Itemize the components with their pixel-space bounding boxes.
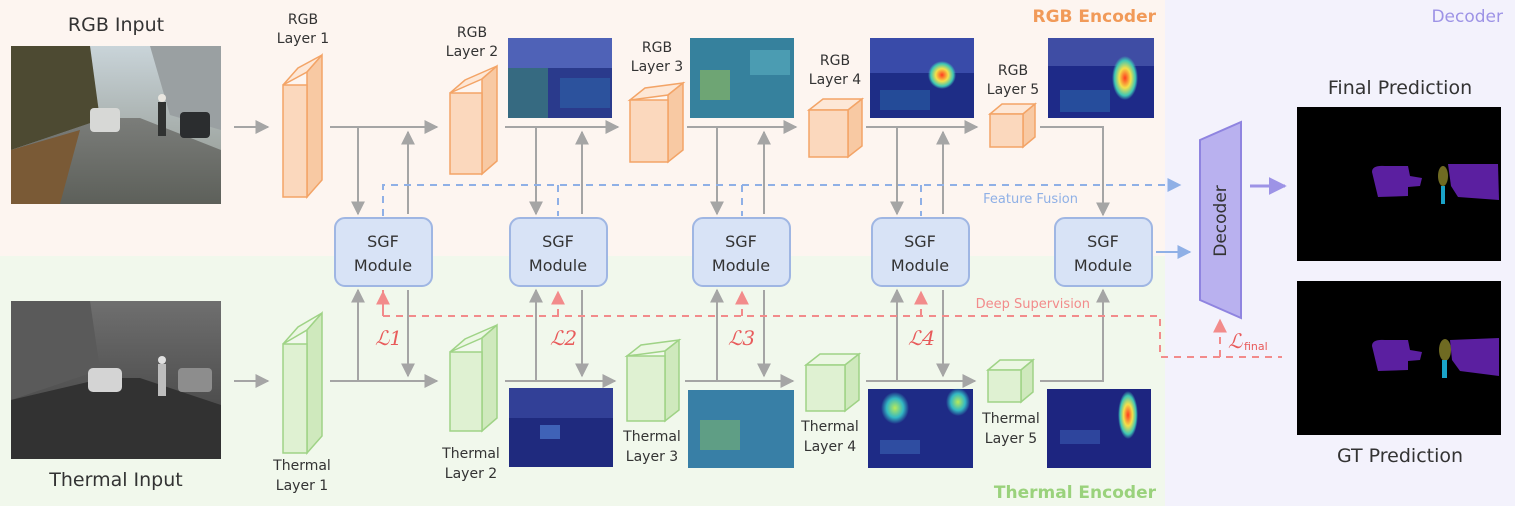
sgf-module-4-line1: SGF <box>904 232 936 251</box>
rgb-feature-map-5 <box>1048 38 1154 118</box>
sgf-module-1-line1: SGF <box>367 232 399 251</box>
thermal-layer-1-label-line2: Layer 1 <box>276 478 328 494</box>
thermal-feature-map-4 <box>868 388 973 468</box>
rgb-input-label: RGB Input <box>68 14 164 36</box>
thermal-input-label: Thermal Input <box>48 469 182 491</box>
deep-supervision-path <box>376 290 1282 358</box>
rgb-layer-2-label-line2: Layer 2 <box>446 44 498 60</box>
decoder-title: Decoder <box>1431 7 1503 27</box>
thermal-layer-5-block <box>985 358 1036 404</box>
deep-supervision-label: Deep Supervision <box>976 297 1090 312</box>
sgf-module-3-line1: SGF <box>725 232 757 251</box>
thermal-layer-5-label-line2: Layer 5 <box>985 431 1037 447</box>
thermal-layer-1-label-line1: Thermal <box>272 458 331 474</box>
rgb-layer-5-label-line2: Layer 5 <box>987 82 1039 98</box>
gt-prediction-image <box>1297 281 1501 435</box>
rgb-encoder-title: RGB Encoder <box>1033 7 1157 27</box>
sgf-module-5: SGF Module <box>1054 217 1153 287</box>
thermal-layer-2-label-line2: Layer 2 <box>445 466 497 482</box>
sgf-module-5-line1: SGF <box>1087 232 1119 251</box>
rgb-layer-1-block <box>282 53 323 199</box>
sgf-module-1-line2: Module <box>354 256 412 275</box>
sgf-module-4: SGF Module <box>871 217 970 287</box>
thermal-layer-3-label-line2: Layer 3 <box>626 449 678 465</box>
loss-final-symbol: ℒ <box>1228 329 1243 353</box>
loss-3-label: ℒ3 <box>728 326 755 350</box>
rgb-layer-3-block <box>627 81 686 164</box>
rgb-flow-arrows <box>330 120 1110 217</box>
rgb-layer-3-label-line1: RGB <box>642 40 672 56</box>
thermal-feature-map-2 <box>509 388 613 467</box>
thermal-feature-map-3 <box>688 390 794 468</box>
rgb-layer-5-label-line1: RGB <box>998 63 1028 79</box>
feature-fusion-path <box>382 178 1182 216</box>
sgf-module-2: SGF Module <box>509 217 608 287</box>
sgf-module-3-line2: Module <box>712 256 770 275</box>
thermal-layer-3-block <box>624 338 682 423</box>
rgb-layer-4-label-line2: Layer 4 <box>809 72 861 88</box>
final-prediction-image <box>1297 107 1501 261</box>
rgb-layer-1-label-line1: RGB <box>288 12 318 28</box>
thermal-layer-4-label-line1: Thermal <box>800 419 859 435</box>
thermal-encoder-title: Thermal Encoder <box>994 483 1157 503</box>
loss-2-label: ℒ2 <box>550 326 577 350</box>
rgb-layer-3-label-line2: Layer 3 <box>631 59 683 75</box>
decoder-block-label: Decoder <box>1211 185 1231 257</box>
rgb-layer-1-label-line2: Layer 1 <box>277 31 329 47</box>
thermal-layer-5-label-line1: Thermal <box>981 411 1040 427</box>
thermal-layer-1-block <box>282 311 323 455</box>
sgf-connection-arrows <box>351 127 950 381</box>
rgb-layer-4-label-line1: RGB <box>820 53 850 69</box>
loss-1-label: ℒ1 <box>375 326 402 350</box>
rgb-feature-map-3 <box>690 38 794 118</box>
sgf-module-4-line2: Module <box>891 256 949 275</box>
rgb-feature-map-2 <box>508 38 612 118</box>
thermal-flow-arrows <box>330 288 1110 388</box>
thermal-layer-2-label-line1: Thermal <box>441 446 500 462</box>
sgf-module-5-line2: Module <box>1074 256 1132 275</box>
sgf-module-2-line1: SGF <box>542 232 574 251</box>
sgf-module-2-line2: Module <box>529 256 587 275</box>
rgb-input-image <box>11 46 221 204</box>
rgb-feature-map-4 <box>870 38 974 118</box>
thermal-layer-2-block <box>449 323 498 433</box>
thermal-input-image <box>11 301 221 459</box>
thermal-layer-3-label-line1: Thermal <box>622 429 681 445</box>
loss-final-subscript: final <box>1244 340 1268 353</box>
gt-prediction-label: GT Prediction <box>1337 445 1463 467</box>
rgb-layer-4-block <box>806 97 865 159</box>
final-prediction-label: Final Prediction <box>1328 77 1472 99</box>
thermal-layer-4-block <box>803 352 862 413</box>
rgb-layer-2-label-line1: RGB <box>457 25 487 41</box>
rgb-layer-2-block <box>449 64 498 176</box>
sgf-module-3: SGF Module <box>692 217 791 287</box>
thermal-feature-map-5 <box>1047 389 1151 468</box>
loss-4-label: ℒ4 <box>908 326 935 350</box>
thermal-layer-4-label-line2: Layer 4 <box>804 439 856 455</box>
decoder-block: Decoder <box>1199 120 1242 320</box>
sgf-module-1: SGF Module <box>334 217 433 287</box>
rgb-layer-5-block <box>987 102 1038 149</box>
feature-fusion-label: Feature Fusion <box>983 192 1078 207</box>
